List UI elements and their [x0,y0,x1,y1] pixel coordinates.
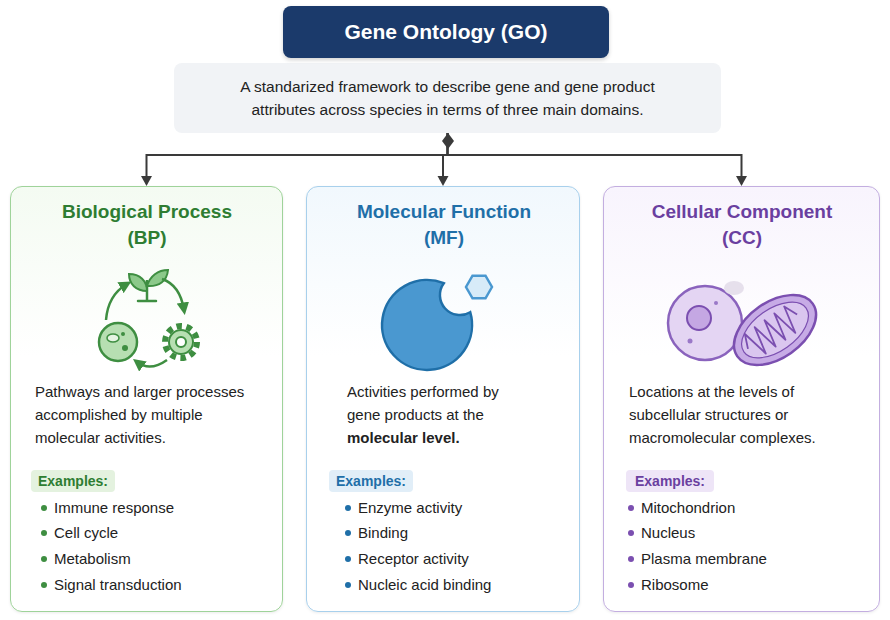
junction-diamond [442,133,454,149]
branch-connector [448,133,748,186]
card-description: Pathways and larger processes accomplish… [35,380,270,449]
example-item: Nucleic acid binding [358,575,491,595]
example-item: Receptor activity [358,549,469,569]
title-box: Gene Ontology (GO) [283,6,609,58]
connector-line [448,133,742,178]
badge-text: Examples: [336,473,406,489]
description-box: A standarized framework to describe gene… [174,63,721,133]
example-item: Nucleus [641,523,695,543]
example-item: Plasma membrane [641,549,767,569]
arrow-head [438,176,449,186]
title-text: Gene Ontology (GO) [345,20,548,44]
domain-card: Molecular Function (MF) Activities perfor… [306,186,580,612]
branch-connector [438,133,449,186]
card-heading: Biological Process (BP) [47,199,247,251]
example-item: Mitochondrion [641,498,735,518]
connector-line [443,133,448,178]
example-item: Immune response [54,498,174,518]
examples-badge: Examples: [31,470,115,492]
description-text: A standarized framework to describe gene… [228,75,668,121]
example-item: Cell cycle [54,523,118,543]
card-description: Activities performed by gene products at… [347,380,532,449]
arrow-head [736,176,747,186]
example-item: Metabolism [54,549,131,569]
example-item: Ribosome [641,575,709,595]
examples-badge: Examples: [626,470,714,492]
card-heading: Molecular Function (MF) [344,199,544,251]
connector-line [147,133,448,178]
example-item: Signal transduction [54,575,182,595]
domain-card: Biological Process (BP) Pathways and larg… [10,186,283,612]
branch-connector [141,133,448,186]
example-item: Binding [358,523,408,543]
emphasis: molecular level. [347,429,460,446]
examples-badge: Examples: [329,470,413,492]
domain-card: Cellular Component (CC) Locations at the … [603,186,880,612]
arrow-head [141,176,152,186]
card-description: Locations at the levels of subcellular s… [629,380,849,449]
badge-text: Examples: [38,473,108,489]
card-heading: Cellular Component (CC) [642,199,842,251]
example-item: Enzyme activity [358,498,462,518]
badge-text: Examples: [635,473,705,489]
